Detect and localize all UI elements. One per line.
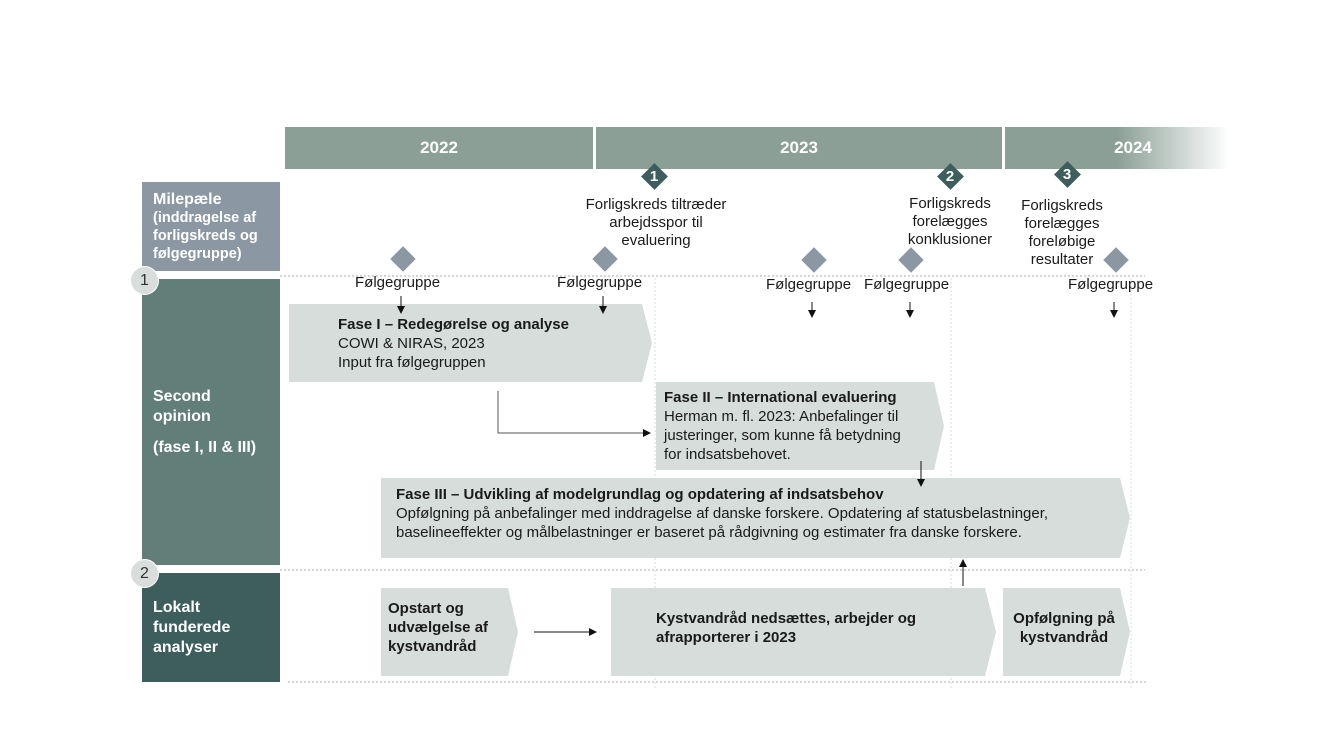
local-start-line-2: udvælgelse af <box>388 619 489 636</box>
year-label-2023: 2023 <box>780 138 818 157</box>
fase3-line-1: Opfølgning på anbefalinger med inddragel… <box>396 505 1049 522</box>
milestone-1-line-3: evaluering <box>621 232 691 249</box>
local-start-shape <box>381 588 518 676</box>
milestones-side-block: Milepæle (inddragelse af forligskreds og… <box>142 182 280 271</box>
section-number-1: 1 <box>130 266 159 295</box>
fase3-line-2: baselineeffekter og målbelastninger er b… <box>396 524 1022 541</box>
milestone-3-line-4: resultater <box>1030 251 1094 268</box>
milestone-number-3: 3 <box>1062 166 1072 183</box>
arrow-fase1-to-fase2 <box>497 391 651 437</box>
fase1-line-2: Input fra følgegruppen <box>338 354 486 371</box>
local-council-shape <box>611 588 996 676</box>
fase2-line-3: for indsatsbehovet. <box>664 446 791 463</box>
fase2-title: Fase II – International evaluering <box>664 389 897 406</box>
followgroup-label-1: Følgegruppe <box>355 274 441 291</box>
milestones-title: Milepæle <box>153 191 222 208</box>
milestone-2-line-1: Forligskreds <box>909 195 991 212</box>
fase2-shape <box>656 382 944 470</box>
local-council-line-1: Kystvandråd nedsættes, arbejder og <box>656 610 917 627</box>
local-analyses-side-block: Lokalt funderede analyser <box>142 573 280 682</box>
milestone-1-line-2: arbejdsspor til <box>609 214 703 231</box>
local-council-line-2: afrapporterer i 2023 <box>656 629 797 646</box>
local-start-line-1: Opstart og <box>388 600 464 617</box>
local-analyses-line-2: funderede <box>153 619 231 636</box>
year-bar-2023 <box>596 127 1002 169</box>
year-label-2022: 2022 <box>420 138 458 157</box>
fase1-text: Fase I – Redegørelse og analyse COWI & N… <box>338 315 569 372</box>
fase3-shape <box>381 478 1130 558</box>
local-followup-text: Opfølgning på kystvandråd <box>1003 609 1125 647</box>
fase3-title: Fase III – Udvikling af modelgrundlag og… <box>396 486 884 503</box>
fase1-title: Fase I – Redegørelse og analyse <box>338 316 569 333</box>
section-number-2: 2 <box>130 559 159 588</box>
milestone-2-line-3: konklusioner <box>907 231 993 248</box>
second-opinion-side-block: Second opinion (fase I, II & III) <box>142 279 280 565</box>
fase2-line-2: justeringer, som kunne få betydning <box>664 427 901 444</box>
followgroup-label-5: Følgegruppe <box>1068 276 1154 293</box>
milestone-3-line-2: forelægges <box>1024 215 1100 232</box>
local-analyses-line-3: analyser <box>153 639 218 656</box>
second-opinion-line-2: opinion <box>153 408 211 425</box>
milestone-number-1: 1 <box>649 168 659 185</box>
second-opinion-line-1: Second <box>153 388 211 405</box>
local-start-line-3: kystvandråd <box>388 638 477 655</box>
followgroup-label-4: Følgegruppe <box>864 276 950 293</box>
fase3-text: Fase III – Udvikling af modelgrundlag og… <box>396 485 1048 542</box>
milestones-sub-1: (inddragelse af <box>153 210 257 226</box>
milestone-text-1: Forligskreds tiltræder arbejdsspor til e… <box>566 196 746 250</box>
year-label-2024: 2024 <box>1114 138 1152 157</box>
milestone-1-line-1: Forligskreds tiltræder <box>585 196 727 213</box>
milestone-2-line-2: forelægges <box>912 213 988 230</box>
milestone-3-line-3: foreløbige <box>1028 233 1096 250</box>
local-analyses-line-1: Lokalt <box>153 599 201 616</box>
fase2-text: Fase II – International evaluering Herma… <box>664 388 901 464</box>
milestone-text-3: Forligskreds forelægges foreløbige resul… <box>1005 197 1119 269</box>
local-council-text: Kystvandråd nedsættes, arbejder og afrap… <box>656 609 916 647</box>
second-opinion-sub: (fase I, II & III) <box>153 439 257 456</box>
local-followup-shape <box>1003 588 1130 676</box>
fase1-line-1: COWI & NIRAS, 2023 <box>338 335 485 352</box>
milestones-sub-3: følgegruppe) <box>153 246 242 262</box>
milestone-text-2: Forligskreds forelægges konklusioner <box>890 195 1010 249</box>
milestone-3-line-1: Forligskreds <box>1021 197 1103 214</box>
fase1-shape <box>289 304 652 382</box>
year-bar-2024 <box>1005 127 1229 169</box>
milestone-number-2: 2 <box>945 168 955 185</box>
fase2-line-1: Herman m. fl. 2023: Anbefalinger til <box>664 408 899 425</box>
milestones-sub-2: forligskreds og <box>153 228 258 244</box>
followgroup-label-3: Følgegruppe <box>766 276 852 293</box>
local-start-text: Opstart og udvælgelse af kystvandråd <box>388 599 488 656</box>
year-bar-2022 <box>285 127 593 169</box>
followgroup-label-2: Følgegruppe <box>557 274 643 291</box>
local-followup-line-1: Opfølgning på <box>1013 610 1115 627</box>
local-followup-line-2: kystvandråd <box>1019 629 1109 646</box>
